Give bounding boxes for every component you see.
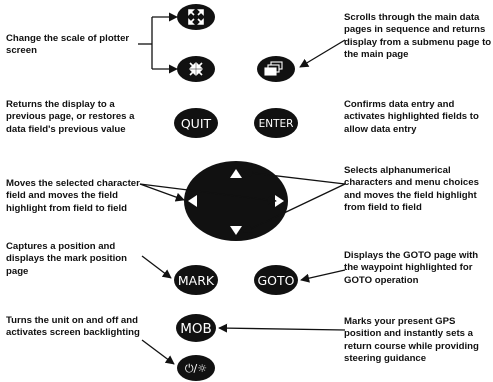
zoom-in-arrows-icon	[189, 62, 203, 76]
zoom-leader-bracket	[138, 12, 178, 74]
goto-button-label: GOTO	[258, 273, 295, 288]
quit-button[interactable]: QUIT	[174, 108, 218, 138]
mark-button[interactable]: MARK	[174, 265, 218, 295]
rocker-up-arrow-icon[interactable]	[230, 169, 242, 178]
zoom-out-button[interactable]	[177, 4, 215, 30]
goto-button[interactable]: GOTO	[254, 265, 298, 295]
enter-button-label: ENTER	[259, 118, 294, 130]
rocker-left-arrow-icon[interactable]	[188, 195, 197, 207]
mob-button[interactable]: MOB	[176, 314, 216, 342]
goto-leader-line	[300, 269, 346, 283]
mark-leader-line	[141, 255, 172, 279]
mob-leader-line	[218, 323, 346, 333]
page-stack-icon	[264, 61, 283, 76]
power-leader-line	[141, 339, 175, 365]
page-leader-line	[299, 39, 346, 68]
rocker-right-arrow-icon[interactable]	[275, 195, 284, 207]
quit-button-label: QUIT	[181, 116, 212, 131]
mark-button-label: MARK	[178, 273, 215, 288]
enter-button[interactable]: ENTER	[254, 108, 298, 138]
zoom-in-button[interactable]	[177, 56, 215, 82]
rocker-right-leader-lines	[243, 168, 346, 233]
page-button[interactable]	[257, 56, 295, 82]
mob-button-label: MOB	[180, 321, 212, 337]
zoom-description: Change the scale of plotter screen	[6, 33, 130, 57]
rocker-left-leader-lines	[139, 183, 277, 205]
rocker-keypad[interactable]	[184, 161, 288, 241]
zoom-out-arrows-icon	[188, 9, 204, 25]
enter-description: Confirms data entry and activates highli…	[344, 99, 479, 135]
rocker-left-description: Moves the selected character field and m…	[6, 178, 140, 214]
power-button[interactable]: ⏻/☼	[177, 355, 215, 381]
page-description: Scrolls through the main data pages in s…	[344, 12, 492, 61]
rocker-right-description: Selects alphanumerical characters and me…	[344, 165, 479, 214]
rocker-down-arrow-icon[interactable]	[230, 226, 242, 235]
mark-description: Captures a position and displays the mar…	[6, 241, 128, 277]
goto-description: Displays the GOTO page with the waypoint…	[344, 250, 479, 286]
quit-description: Returns the display to a previous page, …	[6, 99, 135, 135]
power-description: Turns the unit on and off and activates …	[6, 315, 140, 339]
power-backlight-icon: ⏻/☼	[185, 362, 207, 375]
mob-description: Marks your present GPS position and inst…	[344, 316, 479, 365]
